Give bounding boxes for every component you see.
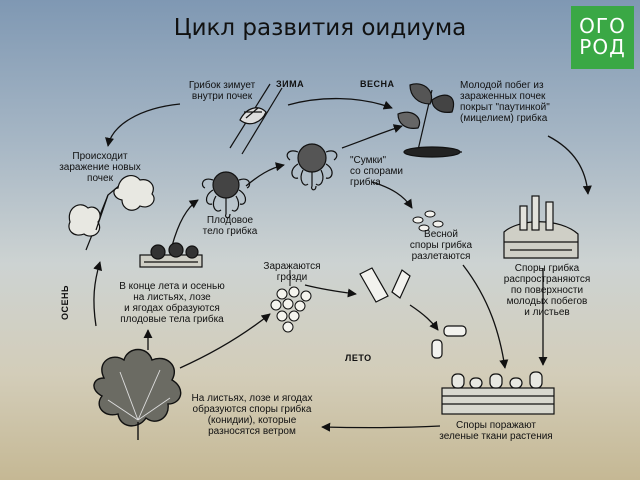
arrow-winter-to-bud-infection bbox=[105, 103, 181, 147]
season-autumn: ОСЕНЬ bbox=[60, 285, 70, 320]
surface-spores-illustration bbox=[503, 195, 579, 259]
label-bud-infection: Происходит заражение новых почек bbox=[59, 151, 141, 184]
bud-sprig-illustration bbox=[68, 174, 155, 251]
young-shoot-illustration bbox=[397, 83, 462, 158]
label-green-tissue: Споры поражают зеленые ткани растения bbox=[439, 420, 553, 442]
season-spring: ВЕСНА bbox=[360, 79, 395, 89]
label-late-summer: В конце лета и осенью на листьях, лозе и… bbox=[119, 281, 225, 325]
winter-bud-illustration bbox=[229, 83, 283, 155]
arrow-leaf-to-grapes bbox=[179, 313, 271, 369]
label-sacs: "Сумки" со спорами грибка bbox=[350, 155, 404, 188]
logo-line-1: ОГО bbox=[579, 14, 626, 38]
page-title: Цикл развития оидиума bbox=[173, 15, 467, 41]
sacs-illustration bbox=[286, 143, 338, 191]
spring-spores-illustration bbox=[412, 210, 444, 232]
logo-line-2: РОД bbox=[579, 35, 626, 59]
arrow-fruitbody-to-sacs bbox=[245, 162, 285, 187]
arrow-shoot-to-spores bbox=[547, 135, 592, 195]
arrow-tissue-to-conidia bbox=[321, 422, 441, 432]
late-summer-fruitbodies-illustration bbox=[139, 242, 203, 268]
label-conidia: На листьях, лозе и ягодах образуются спо… bbox=[191, 393, 313, 437]
tissue-illustration bbox=[441, 371, 555, 415]
season-winter: ЗИМА bbox=[276, 79, 305, 89]
label-winter-mycelium: Грибок зимует внутри почек bbox=[188, 80, 256, 102]
ogorod-logo: ОГО РОД bbox=[571, 6, 634, 69]
arrow-spring-spores-to-tissue bbox=[462, 264, 509, 369]
arrow-sacs-to-shoot bbox=[341, 124, 403, 149]
grapes-illustration bbox=[270, 270, 312, 333]
arrow-grapes-to-spores bbox=[304, 284, 357, 298]
label-young-shoot: Молодой побег из зараженных почек покрыт… bbox=[460, 80, 550, 124]
arrow-late-summer-to-fruitbody bbox=[171, 199, 199, 247]
arrow-sacs-to-spring-spores bbox=[371, 181, 413, 209]
label-spring-spores: Весной споры грибка разлетаются bbox=[409, 229, 473, 262]
cycle-arrows bbox=[93, 97, 592, 432]
label-fruit-body: Плодовое тело грибка bbox=[202, 215, 258, 237]
label-spores-spread: Споры грибка распространяются по поверхн… bbox=[503, 263, 591, 318]
label-grapes-infected: Заражаются грозди bbox=[263, 261, 321, 283]
arrow-germinating-to-conidia bbox=[409, 304, 439, 331]
season-summer: ЛЕТО bbox=[345, 353, 372, 363]
germinating-spores-illustration bbox=[359, 267, 467, 359]
big-leaf-illustration bbox=[93, 348, 182, 440]
arrow-autumn-to-bud bbox=[93, 261, 103, 327]
fruit-body-illustration bbox=[201, 171, 251, 219]
arrow-winter-to-spring bbox=[287, 97, 393, 110]
